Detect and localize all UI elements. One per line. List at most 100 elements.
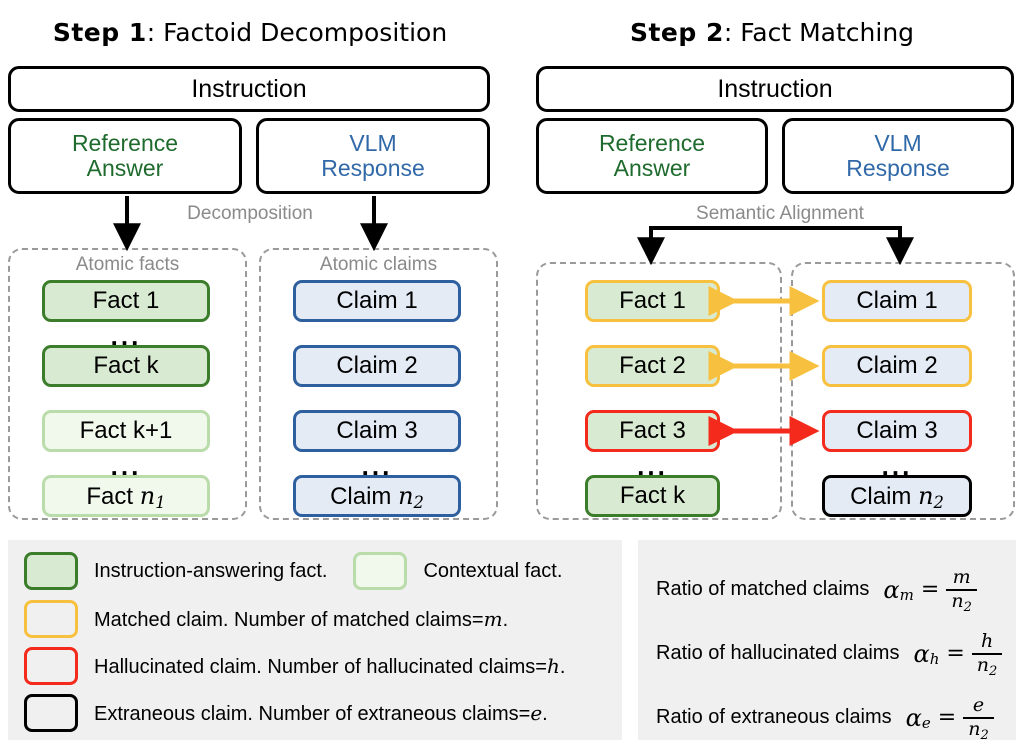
legend-label-hallucinated-claim: Hallucinated claim. Number of hallucinat… — [94, 654, 565, 679]
legend-swatch-extraneous-claim — [24, 694, 78, 732]
step2-fact-item-k: Fact k — [585, 475, 720, 517]
ratio-den-base-extraneous: n — [968, 717, 981, 740]
step1-atomic-claims-caption: Atomic claims — [319, 254, 438, 275]
step2-vlm-response-box: VLM Response — [782, 118, 1014, 194]
ratio-alpha-sub-hallucinated: h — [929, 649, 940, 668]
step2-fact-item-k-label: Fact k — [619, 482, 686, 509]
legend-row-extraneous: Extraneous claim. Number of extraneous c… — [24, 694, 548, 732]
ratio-alpha-matched: α — [883, 575, 900, 604]
step2-claim-item-n2: Claim n2 — [822, 475, 972, 517]
step1-claim-item-3: Claim 3 — [293, 410, 461, 452]
ratio-eq-extraneous: = — [937, 705, 957, 731]
ratio-eq-hallucinated: = — [946, 641, 965, 667]
step2-claim-item-3-label: Claim 3 — [856, 417, 938, 444]
step2-fact-item-1: Fact 1 — [585, 280, 720, 322]
ratio-label-extraneous: Ratio of extraneous claims — [656, 706, 892, 729]
step1-fact-item-n1-label: Fact n1 — [86, 481, 166, 513]
step2-reference-answer-label: Reference Answer — [599, 131, 705, 181]
step2-claims-ellipsis: ... — [881, 451, 913, 481]
ratio-alpha-sub-extraneous: e — [921, 713, 931, 732]
step1-title: Step 1: Factoid Decomposition — [0, 16, 500, 50]
step1-reference-line1: Reference — [71, 130, 179, 157]
step2-claim-item-n2-label: Claim n2 — [850, 481, 944, 513]
legend-label-instruction-answering-fact: Instruction-answering fact. — [94, 559, 328, 582]
step1-fact-item-k-plus-1-label: Fact k+1 — [79, 417, 173, 444]
step1-instruction-label: Instruction — [191, 74, 307, 103]
ratio-fraction-hallucinated: h n2 — [971, 631, 1003, 678]
legend-swatch-contextual-fact — [353, 552, 408, 590]
step1-reference-line2: Answer — [86, 155, 164, 181]
step2-claim-item-3: Claim 3 — [822, 410, 972, 452]
ratio-fraction-extraneous: e n2 — [963, 694, 994, 743]
step2-claim-item-2: Claim 2 — [822, 345, 972, 387]
legend-panel-left — [8, 540, 622, 740]
step1-claim-item-1-label: Claim 1 — [336, 287, 418, 314]
step1-title-bold: Step 1 — [52, 18, 147, 47]
ratio-alpha-sub-matched: m — [899, 585, 914, 604]
step1-flow-label: Decomposition — [187, 203, 313, 224]
step2-fact-item-2: Fact 2 — [585, 345, 720, 387]
step1-vlm-line2: Response — [321, 155, 425, 181]
step1-fact-item-k-plus-1: Fact k+1 — [42, 410, 210, 452]
legend-extraneous-suffix: . — [542, 702, 548, 725]
ratio-alpha-extraneous: α — [905, 703, 922, 732]
ratio-fraction-matched: m n2 — [946, 566, 977, 615]
ratio-num-matched: m — [952, 566, 971, 588]
legend-extraneous-prefix: Extraneous claim. Number of extraneous c… — [94, 702, 531, 725]
step1-fact-item-k-label: Fact k — [93, 352, 159, 379]
ratio-den-extraneous: n2 — [963, 717, 994, 743]
legend-extraneous-symbol: e — [530, 700, 543, 725]
legend-swatch-hallucinated-claim — [24, 647, 78, 685]
step2-vlm-line2: Response — [846, 155, 950, 181]
step2-reference-line1: Reference — [598, 130, 706, 157]
step2-instruction-box: Instruction — [536, 66, 1014, 112]
legend-matched-symbol: m — [483, 606, 503, 631]
step1-claim-item-n2-label: Claim n2 — [330, 481, 424, 513]
step1-fact-item-n1: Fact n1 — [42, 475, 210, 517]
step1-claim-item-1: Claim 1 — [293, 280, 461, 322]
step2-claim-item-1: Claim 1 — [822, 280, 972, 322]
step2-fact-item-2-label: Fact 2 — [619, 352, 686, 379]
ratio-bar-extraneous — [963, 716, 994, 719]
ratio-den-sub-matched: 2 — [963, 599, 972, 615]
step1-atomic-facts-caption: Atomic facts — [75, 254, 180, 275]
legend-label-contextual-fact: Contextual fact. — [423, 559, 563, 582]
ratio-den-base-hallucinated: n — [976, 653, 990, 676]
ratio-eq-matched: = — [920, 577, 940, 603]
step1-claim-item-3-label: Claim 3 — [336, 417, 418, 444]
step2-vlm-response-label: VLM Response — [846, 131, 950, 181]
step1-fact-item-1: Fact 1 — [42, 280, 210, 322]
ratio-bar-hallucinated — [971, 652, 1003, 655]
legend-label-extraneous-claim: Extraneous claim. Number of extraneous c… — [94, 701, 548, 726]
ratio-den-hallucinated: n2 — [972, 653, 1003, 678]
ratio-label-matched: Ratio of matched claims — [656, 578, 870, 601]
legend-hallucinated-symbol: h — [547, 653, 560, 678]
ratio-den-base-matched: n — [951, 589, 964, 612]
step1-vlm-response-label: VLM Response — [321, 131, 425, 181]
ratio-label-hallucinated: Ratio of hallucinated claims — [656, 642, 900, 665]
legend-row-hallucinated: Hallucinated claim. Number of hallucinat… — [24, 647, 565, 685]
step2-claim-item-2-label: Claim 2 — [856, 352, 938, 379]
legend-hallucinated-prefix: Hallucinated claim. Number of hallucinat… — [94, 655, 547, 678]
step2-semantic-alignment-bracket — [637, 226, 914, 266]
step1-fact-item-k: Fact k — [42, 345, 210, 387]
legend-hallucinated-suffix: . — [559, 655, 566, 678]
step2-fact-item-3: Fact 3 — [585, 410, 720, 452]
step2-instruction-label: Instruction — [717, 74, 833, 103]
step1-fact-item-1-label: Fact 1 — [92, 287, 160, 314]
step2-reference-line2: Answer — [613, 155, 691, 181]
step2-facts-ellipsis: ... — [637, 451, 668, 481]
ratio-num-extraneous: e — [972, 694, 985, 716]
step1-instruction-box: Instruction — [8, 66, 490, 112]
step1-vlm-response-box: VLM Response — [256, 118, 490, 194]
step1-reference-answer-box: Reference Answer — [8, 118, 242, 194]
step1-title-rest: : Factoid Decomposition — [146, 18, 448, 47]
legend-matched-prefix: Matched claim. Number of matched claims= — [94, 608, 484, 631]
ratio-den-sub-extraneous: 2 — [980, 727, 989, 743]
step2-fact-item-1-label: Fact 1 — [619, 287, 686, 314]
step2-title-rest: : Fact Matching — [723, 18, 915, 47]
ratio-den-matched: n2 — [946, 589, 977, 615]
